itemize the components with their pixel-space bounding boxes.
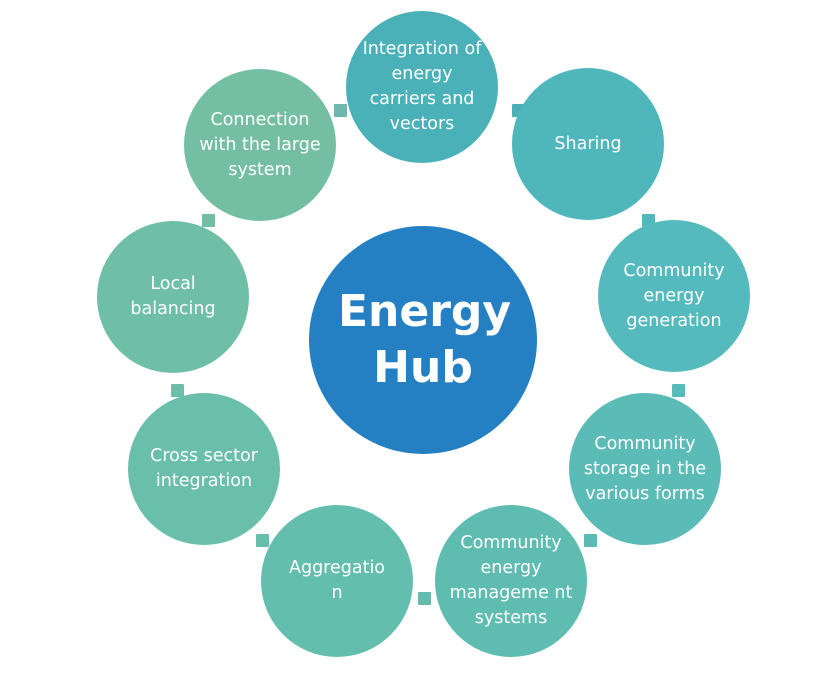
connector-square bbox=[418, 592, 431, 605]
node-label: Connection with the large system bbox=[199, 109, 321, 180]
hub-label: Energy Hub bbox=[338, 286, 512, 393]
node-local-balancing: Local balancing bbox=[97, 221, 249, 373]
connector-square bbox=[171, 384, 184, 397]
node-connection-with-large-system: Connection with the large system bbox=[184, 69, 336, 221]
node-label: Sharing bbox=[554, 133, 622, 154]
connector-square bbox=[202, 214, 215, 227]
connector-square bbox=[672, 384, 685, 397]
node-integration-of-energy-carriers: Integration of energy carriers and vecto… bbox=[346, 11, 498, 163]
node-community-energy-management: Community energy manageme nt systems bbox=[435, 505, 587, 657]
node-label: Local balancing bbox=[130, 274, 216, 319]
node-community-storage: Community storage in the various forms bbox=[569, 393, 721, 545]
node-community-energy-generation: Community energy generation bbox=[598, 220, 750, 372]
node-label: Community energy generation bbox=[623, 260, 725, 331]
node-label: Community storage in the various forms bbox=[583, 433, 707, 504]
node-label: Aggregatio n bbox=[288, 558, 386, 603]
connector-square bbox=[256, 534, 269, 547]
connector-square bbox=[584, 534, 597, 547]
node-cross-sector-integration: Cross sector integration bbox=[128, 393, 280, 545]
node-aggregation: Aggregatio n bbox=[261, 505, 413, 657]
node-label: Integration of energy carriers and vecto… bbox=[362, 39, 482, 134]
node-label: Cross sector integration bbox=[150, 446, 258, 491]
node-sharing: Sharing bbox=[512, 68, 664, 220]
connector-square bbox=[334, 104, 347, 117]
energy-hub-center: Energy Hub bbox=[309, 226, 537, 454]
node-label: Community energy manageme nt systems bbox=[449, 533, 573, 628]
